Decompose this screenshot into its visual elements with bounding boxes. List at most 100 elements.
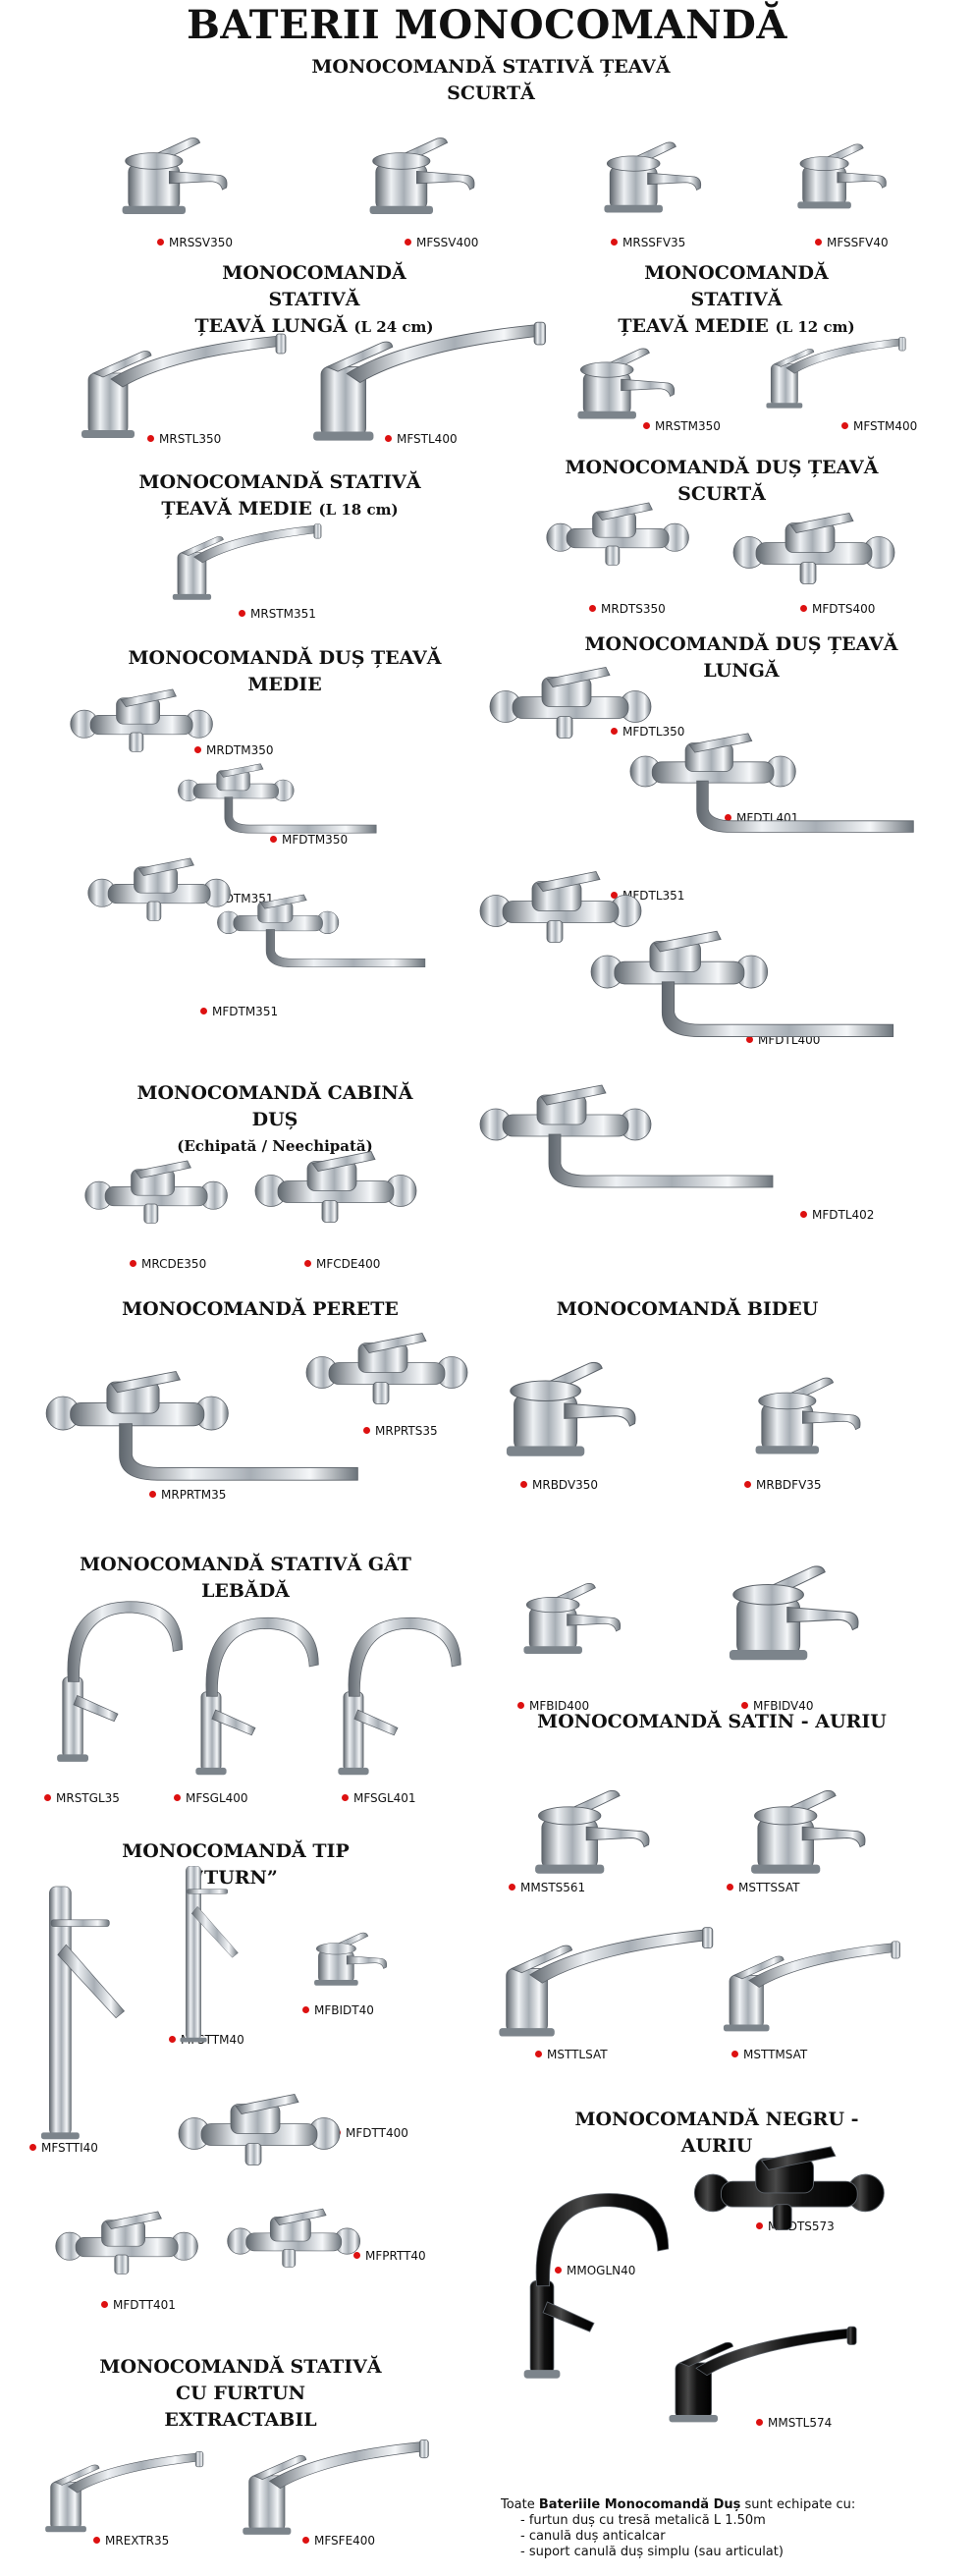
red-dot-icon <box>342 1794 349 1801</box>
product-code-text: MFSTL400 <box>397 432 458 446</box>
product-code: MRPRTS35 <box>363 1424 438 1438</box>
product-code-text: MFDTT401 <box>113 2298 176 2312</box>
red-dot-icon <box>363 1427 370 1434</box>
red-dot-icon <box>44 1794 51 1801</box>
chrome-faucet-image <box>87 857 231 921</box>
product-code: MRSTM350 <box>643 419 721 433</box>
chrome-faucet-image <box>314 1932 388 1986</box>
product-code-text: MFSGL401 <box>353 1791 416 1805</box>
product-code: MMSTS561 <box>509 1881 585 1894</box>
chrome-faucet-image <box>57 1601 184 1762</box>
product-code: MFDTS400 <box>800 602 875 616</box>
product-code: MFDTL402 <box>800 1208 874 1222</box>
product-code: MRBDFV35 <box>744 1478 822 1492</box>
heading-subtitle: (Echipată / Neechipată) <box>177 1137 373 1155</box>
note-item: - furtun duș cu tresă metalică L 1.50m <box>520 2513 766 2528</box>
heading-line: MONOCOMANDĂ STATIVĂ <box>644 262 829 310</box>
chrome-faucet-image <box>178 2094 341 2165</box>
product-code: MRSTL350 <box>147 432 221 446</box>
section-heading-dus-scurta: MONOCOMANDĂ DUȘ ȚEAVĂ SCURTĂ <box>565 457 879 505</box>
red-dot-icon <box>756 2419 763 2426</box>
red-dot-icon <box>509 1884 515 1891</box>
product-code: MSTTMSAT <box>731 2048 807 2061</box>
heading-line: ȚEAVĂ LUNGĂ (L 24 cm) <box>177 313 452 341</box>
red-dot-icon <box>200 1008 207 1014</box>
product-code: MFCDE400 <box>304 1257 380 1271</box>
product-code-text: MFPRTT40 <box>365 2249 426 2263</box>
heading-dimension: (L 18 cm) <box>318 501 399 519</box>
product-code: MFDTM351 <box>200 1005 278 1018</box>
product-code-text: MRCDE350 <box>141 1257 207 1271</box>
product-code: MFSTTI40 <box>29 2141 98 2155</box>
chrome-faucet-image <box>729 1565 859 1661</box>
product-code-text: MFDTL351 <box>622 889 685 903</box>
chrome-faucet-image <box>84 1160 228 1224</box>
product-code: MRDTS350 <box>589 602 666 616</box>
product-code-text: MFDTL402 <box>812 1208 875 1222</box>
red-dot-icon <box>302 2006 309 2013</box>
product-code-text: MFDTL350 <box>622 725 685 739</box>
product-code-text: MRSTM351 <box>250 607 316 621</box>
product-code: MFBIDV40 <box>741 1699 814 1713</box>
product-code-text: MRPRTS35 <box>375 1424 438 1438</box>
product-code-text: MFSTTI40 <box>41 2141 98 2155</box>
chrome-faucet-image <box>195 1617 319 1776</box>
chrome-faucet-image <box>479 1084 774 1188</box>
product-code: MRSSFV35 <box>611 236 685 249</box>
product-code-text: MSTTLSAT <box>547 2048 608 2061</box>
product-code-text: MFBIDV40 <box>753 1699 814 1713</box>
product-code-text: MFDTT400 <box>346 2126 408 2140</box>
chrome-faucet-image <box>40 1886 126 2140</box>
chrome-faucet-image <box>604 141 702 213</box>
chrome-faucet-image <box>45 1370 358 1481</box>
section-heading-dus-lunga: MONOCOMANDĂ DUȘ ȚEAVĂ LUNGĂ <box>584 633 898 682</box>
product-code-text: MFSTM400 <box>853 419 918 433</box>
red-dot-icon <box>535 2051 542 2057</box>
red-dot-icon <box>101 2301 108 2308</box>
product-code: MRSTM351 <box>239 607 316 621</box>
red-dot-icon <box>270 836 277 843</box>
chrome-faucet-image <box>338 1617 461 1776</box>
product-code: MFSTL400 <box>385 432 458 446</box>
chrome-faucet-image <box>523 1583 622 1654</box>
black-faucet-image <box>523 2193 670 2379</box>
section-heading-gat-lebada: MONOCOMANDĂ STATIVĂ GÂT LEBĂDĂ <box>80 1554 411 1602</box>
red-dot-icon <box>841 422 848 429</box>
product-code-text: MRPRTM35 <box>161 1488 227 1502</box>
red-dot-icon <box>130 1260 136 1267</box>
chrome-faucet-image <box>546 502 689 566</box>
note-item: - suport canulă duș simplu (sau articula… <box>520 2545 784 2559</box>
chrome-faucet-image <box>45 2451 204 2533</box>
product-code-text: MRBDV350 <box>532 1478 599 1492</box>
product-code: MFSGL401 <box>342 1791 416 1805</box>
heading-line: MONOCOMANDĂ STATIVĂ <box>99 2356 382 2378</box>
red-dot-icon <box>385 435 392 442</box>
chrome-faucet-image <box>797 143 887 209</box>
product-code: MFSSFV40 <box>815 236 889 249</box>
chrome-faucet-image <box>178 763 377 834</box>
red-dot-icon <box>304 1260 311 1267</box>
red-dot-icon <box>611 239 618 246</box>
chrome-faucet-image <box>254 1151 417 1223</box>
product-code: MRSSV350 <box>157 236 233 249</box>
product-code: MRDTM350 <box>194 743 274 757</box>
note-bold: Bateriile Monocomandă Duș <box>538 2497 741 2512</box>
chrome-faucet-image <box>577 348 676 419</box>
heading-line: ȚEAVĂ MEDIE (L 12 cm) <box>599 313 874 341</box>
section-heading-furtun-extractabil: MONOCOMANDĂ STATIVĂ CU FURTUN EXTRACTABI… <box>98 2354 383 2434</box>
product-code-text: MFDTM350 <box>282 833 349 847</box>
product-code: MFSGL400 <box>174 1791 248 1805</box>
product-code-text: MRBDFV35 <box>756 1478 822 1492</box>
product-code: MMSTL574 <box>756 2416 832 2430</box>
red-dot-icon <box>731 2051 738 2057</box>
chrome-faucet-image <box>629 733 914 833</box>
heading-dimension: (L 12 cm) <box>775 318 855 336</box>
section-heading-stativa-scurta: MONOCOMANDĂ STATIVĂ ȚEAVĂ SCURTĂ <box>311 56 671 104</box>
product-code-text: MFSSV400 <box>416 236 479 249</box>
product-code: MFDTT401 <box>101 2298 176 2312</box>
product-code-text: MMSTL574 <box>768 2416 833 2430</box>
red-dot-icon <box>741 1702 748 1709</box>
red-dot-icon <box>611 892 618 899</box>
heading-line: CU FURTUN EXTRACTABIL <box>164 2383 317 2431</box>
heading-line: MONOCOMANDĂ STATIVĂ <box>222 262 406 310</box>
